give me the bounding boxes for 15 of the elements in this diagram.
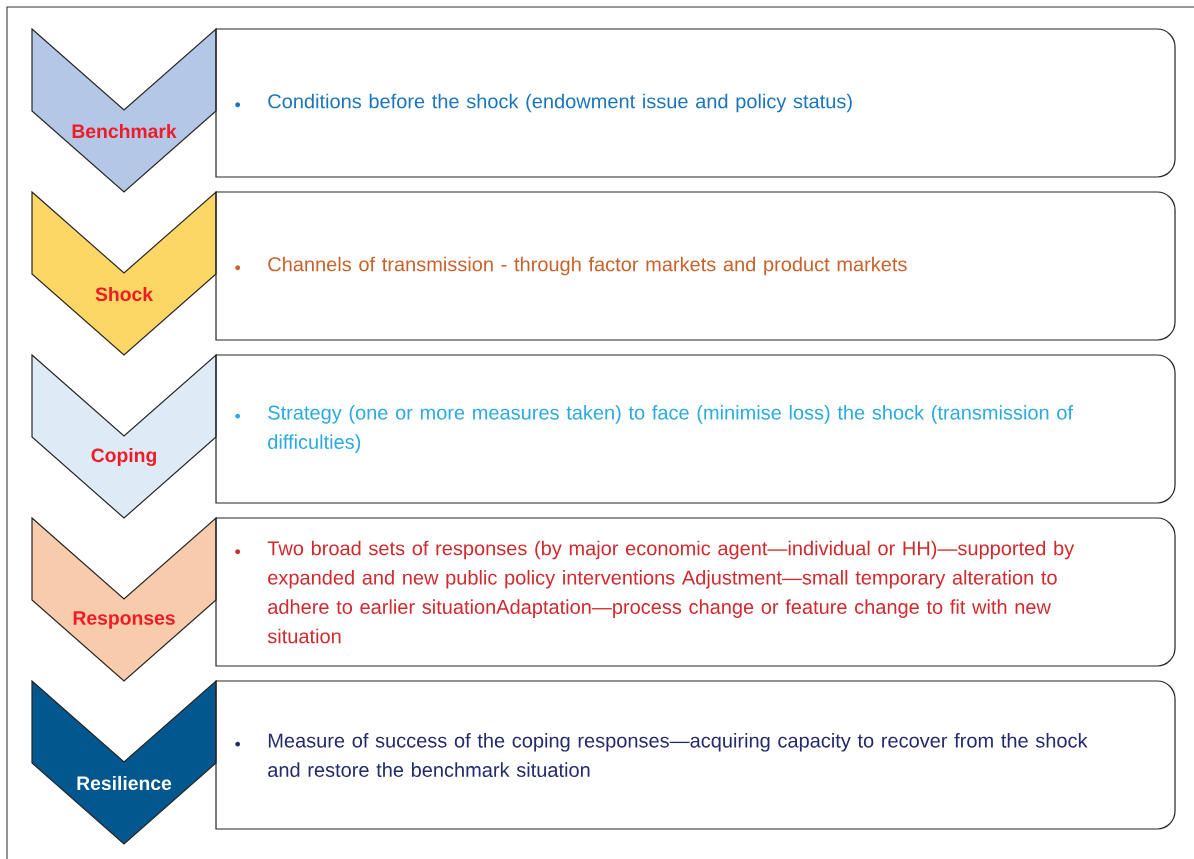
chevron-banner: Coping [31,353,217,519]
chevron-banner: Benchmark [31,27,217,193]
text-box [215,354,1176,504]
text-box [215,680,1176,830]
bullet-text: Two broad sets of responses (by major economic agent—individual or HH)—supported by expanded and new public policy interventions Adjustment—small temporary alteration to adhere to earlier situationAdaptation—process change or feature change to fit with new situation [267,540,1075,644]
text-box [215,191,1176,341]
chevron-banner: Resilience [31,679,217,845]
bullet-text: Conditions before the shock (endowment issue and policy status) [268,93,852,113]
text-box [215,517,1176,667]
text-box [215,28,1176,178]
bullet-text: Measure of success of the coping responses—acquiring capacity to recover from the shock and restore the benchmark situation [268,733,1088,777]
chevron-banner: Shock [31,190,217,356]
bullet-text: Channels of transmission - through factor markets and product markets [268,256,907,276]
bullet-text: Strategy (one or more measures taken) to face (minimise loss) the shock (transmission of difficulties) [268,405,1073,453]
chevron-banner: Responses [31,516,217,682]
